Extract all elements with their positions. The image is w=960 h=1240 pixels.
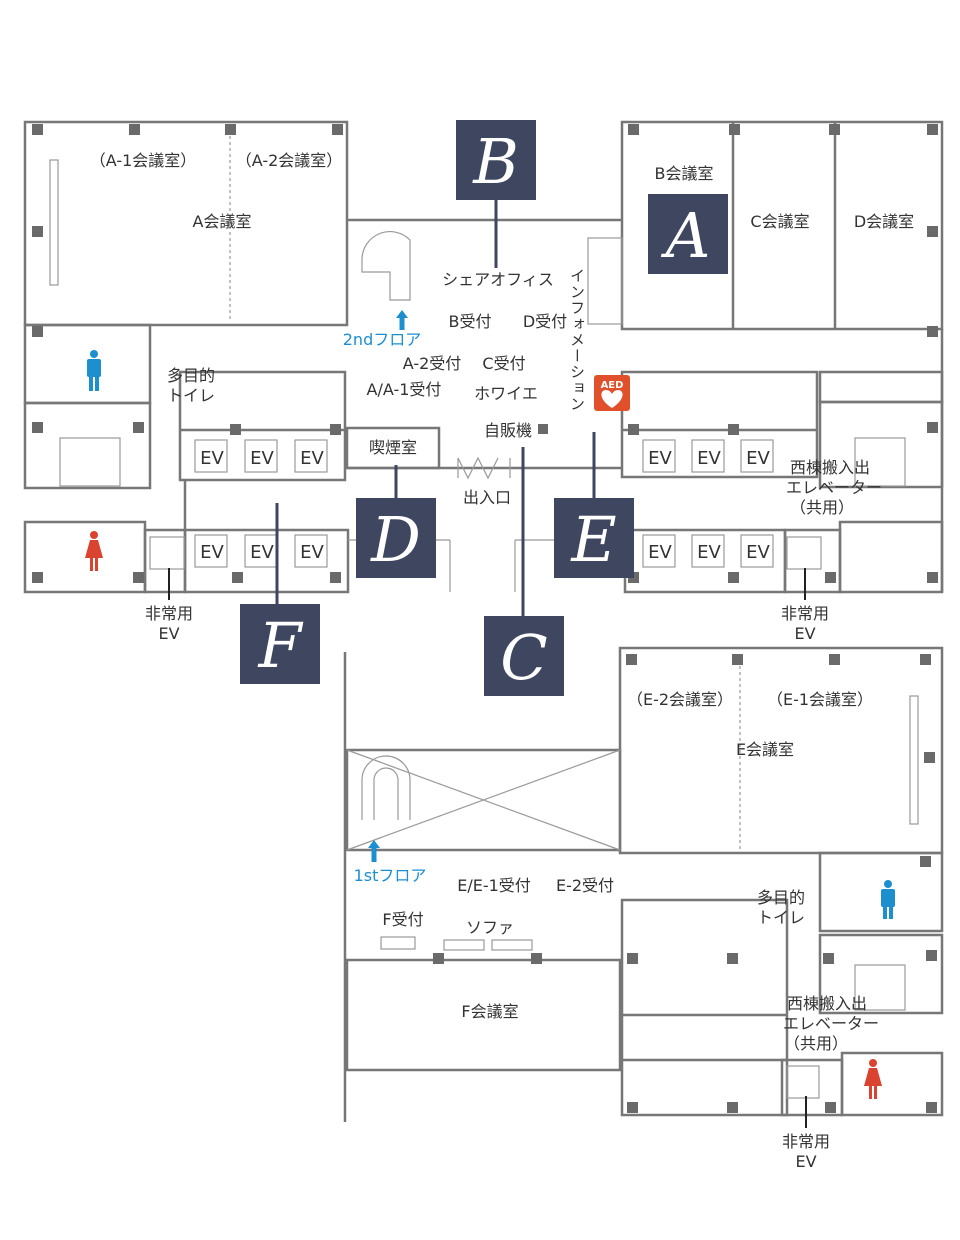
reception-a-a1: A/A-1受付 — [367, 380, 442, 399]
marker-b[interactable]: B — [456, 120, 536, 200]
share-office-label: シェアオフィス — [442, 270, 554, 289]
elevator-group-2f-left-lower: EV EV EV — [194, 534, 328, 568]
emergency-ev-1f-1: 非常用 — [782, 1132, 830, 1151]
smoking-room-label: 喫煙室 — [369, 438, 417, 457]
male-restroom-icon — [87, 350, 101, 391]
elevator-group-2f-right-upper: EV EV EV — [642, 439, 774, 473]
marker-d[interactable]: D — [356, 498, 436, 578]
emergency-ev-right-2: EV — [794, 624, 815, 643]
svg-text:A: A — [661, 199, 711, 272]
marker-f[interactable]: F — [240, 604, 320, 684]
svg-text:C: C — [500, 621, 547, 694]
room-e-label: E会議室 — [736, 740, 794, 759]
reception-b: B受付 — [449, 312, 492, 331]
west-elevator-label-2: エレベーター — [786, 478, 882, 497]
room-f-label: F会議室 — [461, 1002, 518, 1021]
marker-e[interactable]: E — [554, 498, 634, 578]
multi-toilet-label-2: トイレ — [167, 386, 215, 405]
ev-label: EV — [200, 448, 224, 469]
emergency-ev-left-1: 非常用 — [145, 604, 193, 623]
west-elevator-label-1: 西棟搬入出 — [787, 994, 867, 1013]
foyer-label: ホワイエ — [474, 384, 538, 403]
up-arrow-icon — [368, 840, 380, 862]
emergency-ev-right-1: 非常用 — [781, 604, 829, 623]
female-restroom-icon — [864, 1059, 882, 1099]
room-c-label: C会議室 — [750, 212, 809, 231]
elevator-group-2f-right-lower: EV EV EV — [642, 534, 774, 568]
ev-label: EV — [746, 542, 770, 563]
west-elevator-label-1: 西棟搬入出 — [790, 458, 870, 477]
reception-f: F受付 — [382, 910, 423, 929]
west-elevator-label-3: （共用） — [790, 498, 854, 517]
male-restroom-icon — [881, 880, 895, 919]
room-b-label: B会議室 — [655, 164, 714, 183]
reception-d: D受付 — [523, 312, 567, 331]
multi-toilet-label-2: トイレ — [757, 908, 805, 927]
west-elevator-label-3: （共用） — [784, 1034, 848, 1053]
svg-text:AED: AED — [601, 380, 624, 391]
ev-label: EV — [250, 542, 274, 563]
up-arrow-icon — [396, 310, 408, 330]
ev-label: EV — [300, 542, 324, 563]
ev-label: EV — [648, 448, 672, 469]
room-e2-label: （E-2会議室） — [627, 690, 733, 709]
emergency-ev-left-2: EV — [158, 624, 179, 643]
vending-label: 自販機 — [484, 421, 532, 440]
reception-a2: A-2受付 — [403, 354, 462, 373]
female-restroom-icon — [85, 531, 103, 571]
elevator-group-2f-left-upper: EV EV EV — [194, 439, 328, 473]
entrance-label: 出入口 — [463, 488, 511, 507]
ev-label: EV — [200, 542, 224, 563]
marker-c[interactable]: C — [484, 616, 564, 696]
information-label: インフォメーション — [568, 268, 586, 412]
ev-label: EV — [300, 448, 324, 469]
aed-icon: AED — [594, 375, 630, 411]
emergency-ev-1f-2: EV — [795, 1152, 816, 1171]
ev-label: EV — [697, 542, 721, 563]
room-e1-label: （E-1会議室） — [767, 690, 873, 709]
marker-a[interactable]: A — [648, 194, 728, 274]
reception-e-e1: E/E-1受付 — [457, 876, 531, 895]
ev-label: EV — [648, 542, 672, 563]
multi-toilet-label-1: 多目的 — [757, 888, 805, 907]
svg-text:F: F — [257, 609, 303, 682]
ev-label: EV — [746, 448, 770, 469]
svg-text:B: B — [472, 125, 519, 198]
walls-1f — [343, 646, 944, 1122]
room-d-label: D会議室 — [854, 212, 914, 231]
pillars-1f — [433, 654, 937, 1113]
floor-link-1st[interactable]: 1stフロア — [354, 866, 427, 885]
reception-c: C受付 — [482, 354, 525, 373]
pillars-2f — [32, 124, 938, 583]
west-elevator-label-2: エレベーター — [783, 1014, 879, 1033]
room-a-label: A会議室 — [193, 212, 252, 231]
multi-toilet-label-1: 多目的 — [167, 366, 215, 385]
svg-text:D: D — [370, 503, 421, 576]
reception-e2: E-2受付 — [556, 876, 614, 895]
room-a1-label: （A-1会議室） — [90, 151, 197, 170]
svg-text:E: E — [570, 503, 616, 576]
floor-link-2nd[interactable]: 2ndフロア — [343, 330, 421, 349]
walls-2f — [23, 120, 944, 594]
room-a2-label: （A-2会議室） — [236, 151, 343, 170]
ev-label: EV — [250, 448, 274, 469]
sofa-label: ソファ — [466, 918, 514, 937]
ev-label: EV — [697, 448, 721, 469]
